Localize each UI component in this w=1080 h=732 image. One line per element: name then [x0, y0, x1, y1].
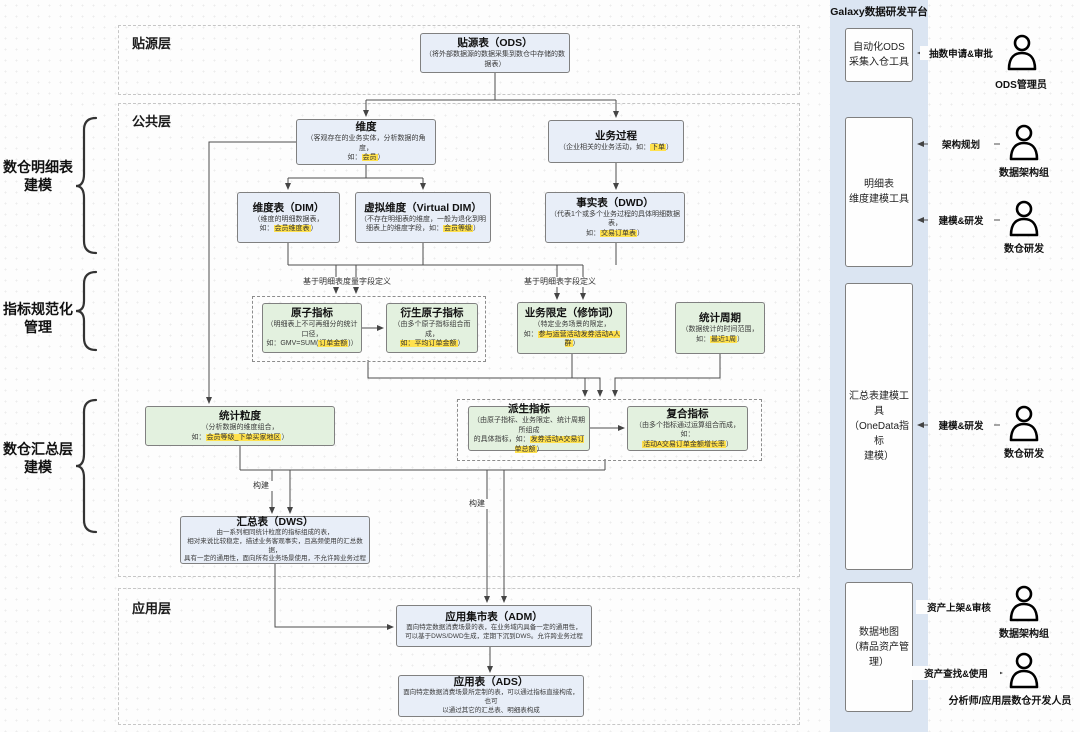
role-architecture-group-1: 数据架构组: [999, 168, 1049, 179]
box-composite-metric-title: 复合指标: [666, 407, 709, 420]
box-business-limitation-title: 业务限定（修饰词）: [524, 307, 620, 320]
box-business-process: 业务过程 （企业相关的业务活动，如：下单）: [548, 120, 684, 163]
box-dws-title: 汇总表（DWS）: [236, 515, 314, 528]
derived-metric-group: [457, 399, 762, 461]
box-adm-title: 应用集市表（ADM）: [445, 610, 543, 623]
edge-label-build-left: 构建: [246, 481, 276, 491]
box-dws-subtitle: 由一系列相同统计粒度的指标组成的表， 相对来说比较稳定，描述业务客观事实，且高频…: [184, 529, 366, 563]
box-ods-title: 贴源表（ODS）: [457, 37, 533, 49]
action-extract-approval: 抽数申请&审批: [920, 46, 1002, 60]
atomic-metric-group: [252, 296, 486, 362]
box-statistic-period-title: 统计周期: [699, 312, 741, 324]
action-modeling-dev-1: 建模&研发: [928, 213, 994, 227]
box-ods: 贴源表（ODS） （将外部数据源的数据采集到数仓中存储的数据表）: [420, 33, 570, 73]
box-business-process-title: 业务过程: [595, 130, 637, 143]
box-ads-title: 应用表（ADS）: [453, 676, 529, 689]
box-statistic-period-subtitle: （数据统计的时间范围， 如：最近1周）: [681, 326, 759, 343]
box-composite-metric-subtitle: （由多个指标通过运算组合而成，如： 活动A交易订单金额增长率）: [635, 421, 740, 448]
box-adm: 应用集市表（ADM） 面向特定数据消费场景的表，在业务域内具备一定的通用性， 可…: [396, 605, 592, 647]
highlight-example: 会员: [361, 154, 378, 162]
box-dimension: 维度 （客观存在的业务实体，分析数据的角度， 如：会员）: [296, 119, 436, 165]
action-architecture-planning: 架构规划: [928, 137, 994, 151]
role-dw-dev-1: 数仓研发: [1004, 244, 1044, 255]
box-business-limitation: 业务限定（修饰词） （特定业务场景的限定， 如：参与运营活动发券活动A人群）: [517, 302, 627, 354]
tool-data-map: 数据地图 （精品资产管 理）: [845, 582, 913, 712]
box-dws: 汇总表（DWS） 由一系列相同统计粒度的指标组成的表， 相对来说比较稳定，描述业…: [180, 516, 370, 564]
box-dim-title: 维度表（DIM）: [252, 201, 325, 214]
side-section-detail-modeling: 数仓明细表 建模: [3, 159, 73, 194]
box-atomic-metric: 原子指标 （明细表上不可再细分的统计口径， 如：GMV=SUM(订单金额)）: [262, 303, 362, 353]
layer-source-container: [118, 25, 800, 95]
box-virtual-dim-title: 虚拟维度（Virtual DIM）: [364, 201, 482, 214]
person-icon-architecture-group-1: [1008, 124, 1040, 167]
action-asset-find-use: 资产查找&使用: [912, 666, 1000, 680]
tool-summary-modeling: 汇总表建模工具 （OneData指标 建模）: [845, 283, 913, 570]
role-ods-admin: ODS管理员: [995, 80, 1047, 91]
box-business-process-subtitle: （企业相关的业务活动，如：下单）: [559, 144, 673, 152]
box-derived-metric-subtitle: （由原子指标、业务限定、统计周期所组成 的具体指标，如：发券活动A交易订单总额）: [473, 417, 585, 453]
box-derived-metric: 派生指标 （由原子指标、业务限定、统计周期所组成 的具体指标，如：发券活动A交易…: [468, 403, 590, 453]
tool-detail-dim-modeling: 明细表 维度建模工具: [845, 117, 913, 267]
highlight-example: 会员等级_下单买家地区: [205, 433, 282, 441]
box-dim: 维度表（DIM） （维度的明细数据表， 如：会员维度表）: [237, 192, 340, 243]
role-architecture-group-2: 数据架构组: [999, 629, 1049, 640]
box-ods-subtitle: （将外部数据源的数据采集到数仓中存储的数据表）: [425, 51, 565, 68]
role-analyst: 分析师/应用层数仓开发人员: [948, 696, 1072, 707]
person-icon-dw-dev-2: [1008, 405, 1040, 448]
highlight-example: 下单: [650, 144, 666, 152]
edge-label-field-def: 基于明细表字段定义: [515, 277, 605, 287]
tool-ods-ingest: 自动化ODS 采集入仓工具: [845, 28, 913, 82]
layer-source-label: 贴源层: [132, 36, 172, 51]
platform-title: Galaxy数据研发平台: [830, 6, 928, 18]
box-statistic-period: 统计周期 （数据统计的时间范围， 如：最近1周）: [675, 302, 765, 354]
box-dwd-subtitle: （代表1个或多个业务过程的具体明细数据表， 如：交易订单表）: [550, 210, 680, 237]
side-section-metric-standard: 指标规范化 管理: [3, 301, 73, 336]
box-dimension-title: 维度: [355, 121, 377, 134]
box-business-limitation-subtitle: （特定业务场景的限定， 如：参与运营活动发券活动A人群）: [523, 321, 621, 348]
highlight-example: 最近1周: [710, 335, 737, 343]
box-derived-metric-title: 派生指标: [508, 403, 550, 416]
box-virtual-dim-subtitle: （不存在明细表的维度，一般为退化到明细表上的维度字段，如：会员等级）: [360, 215, 486, 233]
side-section-summary-modeling: 数仓汇总层 建模: [3, 441, 73, 476]
person-icon-architecture-group-2: [1008, 585, 1040, 628]
edge-label-build-right: 构建: [462, 499, 492, 509]
box-derived-atomic-metric: 衍生原子指标 （由多个原子指标组合而成， 如：平均订单金额）: [386, 303, 478, 353]
action-modeling-dev-2: 建模&研发: [928, 418, 994, 432]
action-asset-publish-review: 资产上架&审核: [916, 600, 1002, 614]
highlight-example: 交易订单表: [600, 229, 637, 237]
box-dim-subtitle: （维度的明细数据表， 如：会员维度表）: [253, 215, 324, 233]
person-icon-analyst: [1008, 652, 1040, 695]
layer-common-label: 公共层: [132, 114, 172, 129]
box-statistic-granularity-subtitle: （分析数据的维度组合， 如：会员等级_下单买家地区）: [191, 424, 289, 441]
box-statistic-granularity: 统计粒度 （分析数据的维度组合， 如：会员等级_下单买家地区）: [145, 406, 335, 446]
box-dwd-title: 事实表（DWD）: [576, 196, 654, 209]
layer-common-container: [118, 103, 800, 577]
box-composite-metric: 复合指标 （由多个指标通过运算组合而成，如： 活动A交易订单金额增长率）: [627, 406, 748, 451]
highlight-example: 如：平均订单金额: [399, 340, 458, 348]
highlight-example: 订单金额: [318, 340, 349, 348]
person-icon-dw-dev-1: [1008, 200, 1040, 243]
highlight-example: 活动A交易订单金额增长率: [642, 440, 726, 448]
box-adm-subtitle: 面向特定数据消费场景的表，在业务域内具备一定的通用性， 可以基于DWS/DWD生…: [405, 623, 583, 640]
box-ads-subtitle: 面向特定数据消费场景所定制的表，可以通过指标直接构成，也可 以通过其它的汇总表、…: [403, 689, 579, 714]
highlight-example: 会员等级: [443, 225, 473, 233]
box-dimension-subtitle: （客观存在的业务实体，分析数据的角度， 如：会员）: [306, 135, 426, 162]
box-atomic-metric-title: 原子指标: [291, 307, 333, 320]
edge-label-measure-def: 基于明细表度量字段定义: [295, 277, 399, 287]
box-virtual-dim: 虚拟维度（Virtual DIM） （不存在明细表的维度，一般为退化到明细表上的…: [355, 192, 491, 243]
box-derived-atomic-metric-title: 衍生原子指标: [400, 307, 464, 320]
box-statistic-granularity-title: 统计粒度: [219, 410, 261, 422]
section-braces: [75, 116, 98, 534]
box-derived-atomic-metric-subtitle: （由多个原子指标组合而成， 如：平均订单金额）: [393, 321, 471, 348]
person-icon-ods-admin: [1006, 34, 1038, 77]
highlight-example: 会员维度表: [273, 225, 311, 233]
layer-application-container: [118, 588, 800, 725]
layer-application-label: 应用层: [132, 601, 172, 616]
role-dw-dev-2: 数仓研发: [1004, 449, 1044, 460]
box-ads: 应用表（ADS） 面向特定数据消费场景所定制的表，可以通过指标直接构成，也可 以…: [398, 675, 584, 717]
box-dwd: 事实表（DWD） （代表1个或多个业务过程的具体明细数据表， 如：交易订单表）: [545, 192, 685, 243]
box-atomic-metric-subtitle: （明细表上不可再细分的统计口径， 如：GMV=SUM(订单金额)）: [266, 321, 358, 348]
